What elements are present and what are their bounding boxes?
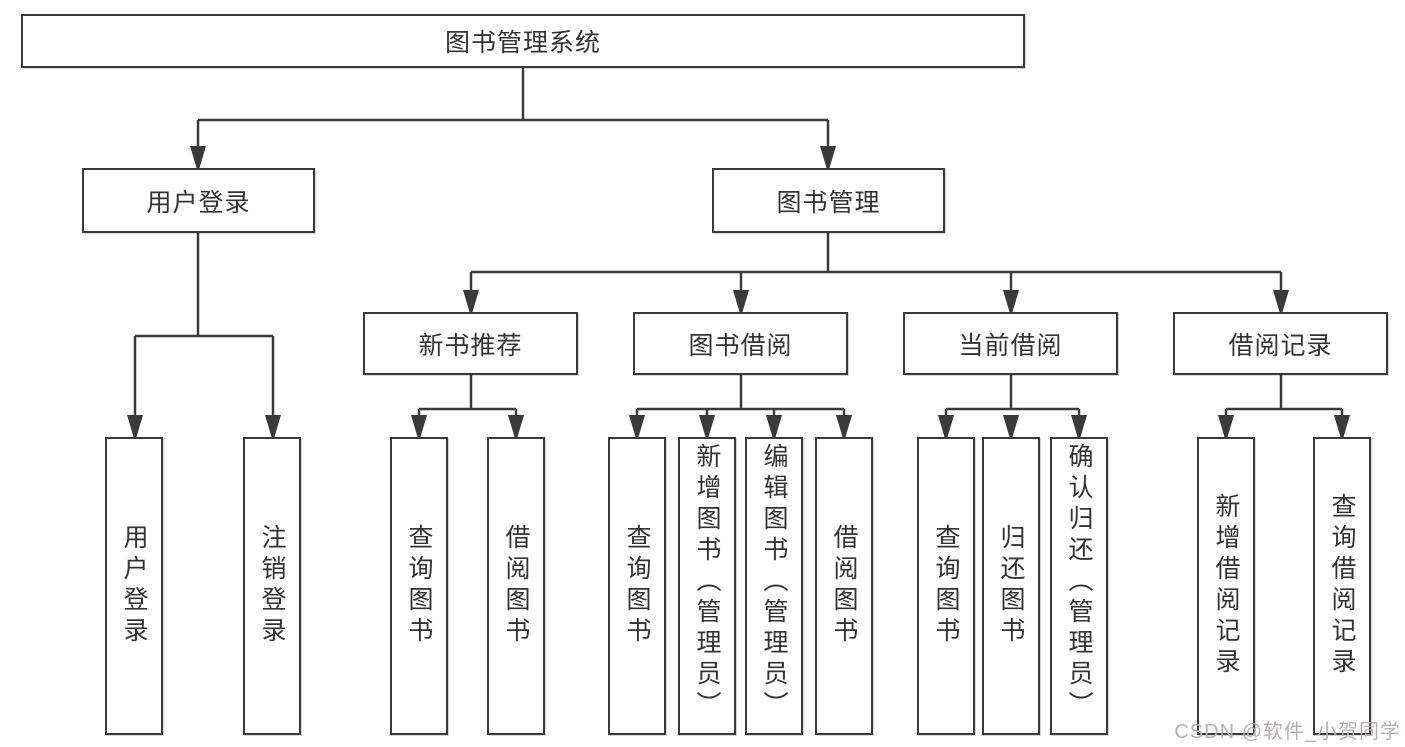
leaf-logout: 注销登录 xyxy=(243,437,301,735)
node-label: 图书借阅 xyxy=(688,331,793,360)
leaf-label: 查询图书 xyxy=(405,524,433,648)
arrow-icon xyxy=(1071,415,1087,442)
arrow-icon xyxy=(733,290,749,317)
leaf-add-book-admin: 新增图书（管理员） xyxy=(678,437,736,735)
node-current-borrow: 当前借阅 xyxy=(903,312,1118,375)
arrow-icon xyxy=(1334,415,1350,442)
leaf-query-book-1: 查询图书 xyxy=(390,437,448,735)
arrowheads xyxy=(127,146,1350,442)
arrow-icon xyxy=(127,415,143,442)
leaf-label: 查询图书 xyxy=(932,524,960,648)
node-new-book-recommend: 新书推荐 xyxy=(363,312,578,375)
arrow-icon xyxy=(265,415,281,442)
arrow-icon xyxy=(1003,415,1019,442)
leaf-return-book: 归还图书 xyxy=(982,437,1040,735)
node-label: 借阅记录 xyxy=(1228,331,1333,360)
arrow-icon xyxy=(1273,290,1289,317)
leaf-label: 借阅图书 xyxy=(830,524,858,648)
leaf-user-login: 用户登录 xyxy=(105,437,163,735)
leaf-label: 确认归还（管理员） xyxy=(1065,443,1093,722)
arrow-icon xyxy=(411,415,427,442)
node-book-borrow: 图书借阅 xyxy=(633,312,848,375)
leaf-label: 归还图书 xyxy=(997,524,1025,648)
node-label: 图书管理 xyxy=(776,188,881,217)
leaf-confirm-return-admin: 确认归还（管理员） xyxy=(1050,437,1108,735)
node-root-system: 图书管理系统 xyxy=(21,14,1025,68)
node-label: 图书管理系统 xyxy=(444,29,601,57)
leaf-query-book-3: 查询图书 xyxy=(917,437,975,735)
leaf-edit-book-admin: 编辑图书（管理员） xyxy=(745,437,803,735)
arrow-icon xyxy=(699,415,715,442)
leaf-borrow-book-2: 借阅图书 xyxy=(815,437,873,735)
leaf-query-book-2: 查询图书 xyxy=(608,437,666,735)
node-label: 当前借阅 xyxy=(958,331,1063,360)
node-label: 新书推荐 xyxy=(418,331,523,360)
leaf-label: 查询借阅记录 xyxy=(1328,493,1356,679)
connector-path xyxy=(133,68,1344,437)
arrow-icon xyxy=(190,146,206,173)
arrow-icon xyxy=(766,415,782,442)
arrow-icon xyxy=(836,415,852,442)
leaf-label: 查询图书 xyxy=(623,524,651,648)
arrow-icon xyxy=(1218,415,1234,442)
leaf-label: 注销登录 xyxy=(258,524,286,648)
node-book-management: 图书管理 xyxy=(712,168,945,233)
arrow-icon xyxy=(629,415,645,442)
leaf-borrow-book-1: 借阅图书 xyxy=(487,437,545,735)
leaf-query-borrow-record: 查询借阅记录 xyxy=(1313,437,1371,735)
arrow-icon xyxy=(463,290,479,317)
arrow-icon xyxy=(1003,290,1019,317)
arrow-icon xyxy=(820,146,836,173)
arrow-icon xyxy=(938,415,954,442)
leaf-add-borrow-record: 新增借阅记录 xyxy=(1197,437,1255,735)
leaf-label: 用户登录 xyxy=(120,524,148,648)
leaf-label: 借阅图书 xyxy=(502,524,530,648)
leaf-label: 新增图书（管理员） xyxy=(693,443,721,722)
node-borrow-records: 借阅记录 xyxy=(1173,312,1388,375)
arrow-icon xyxy=(508,415,524,442)
leaf-label: 新增借阅记录 xyxy=(1212,493,1240,679)
node-user-login: 用户登录 xyxy=(82,168,315,233)
leaf-label: 编辑图书（管理员） xyxy=(760,443,788,722)
node-label: 用户登录 xyxy=(146,188,251,217)
